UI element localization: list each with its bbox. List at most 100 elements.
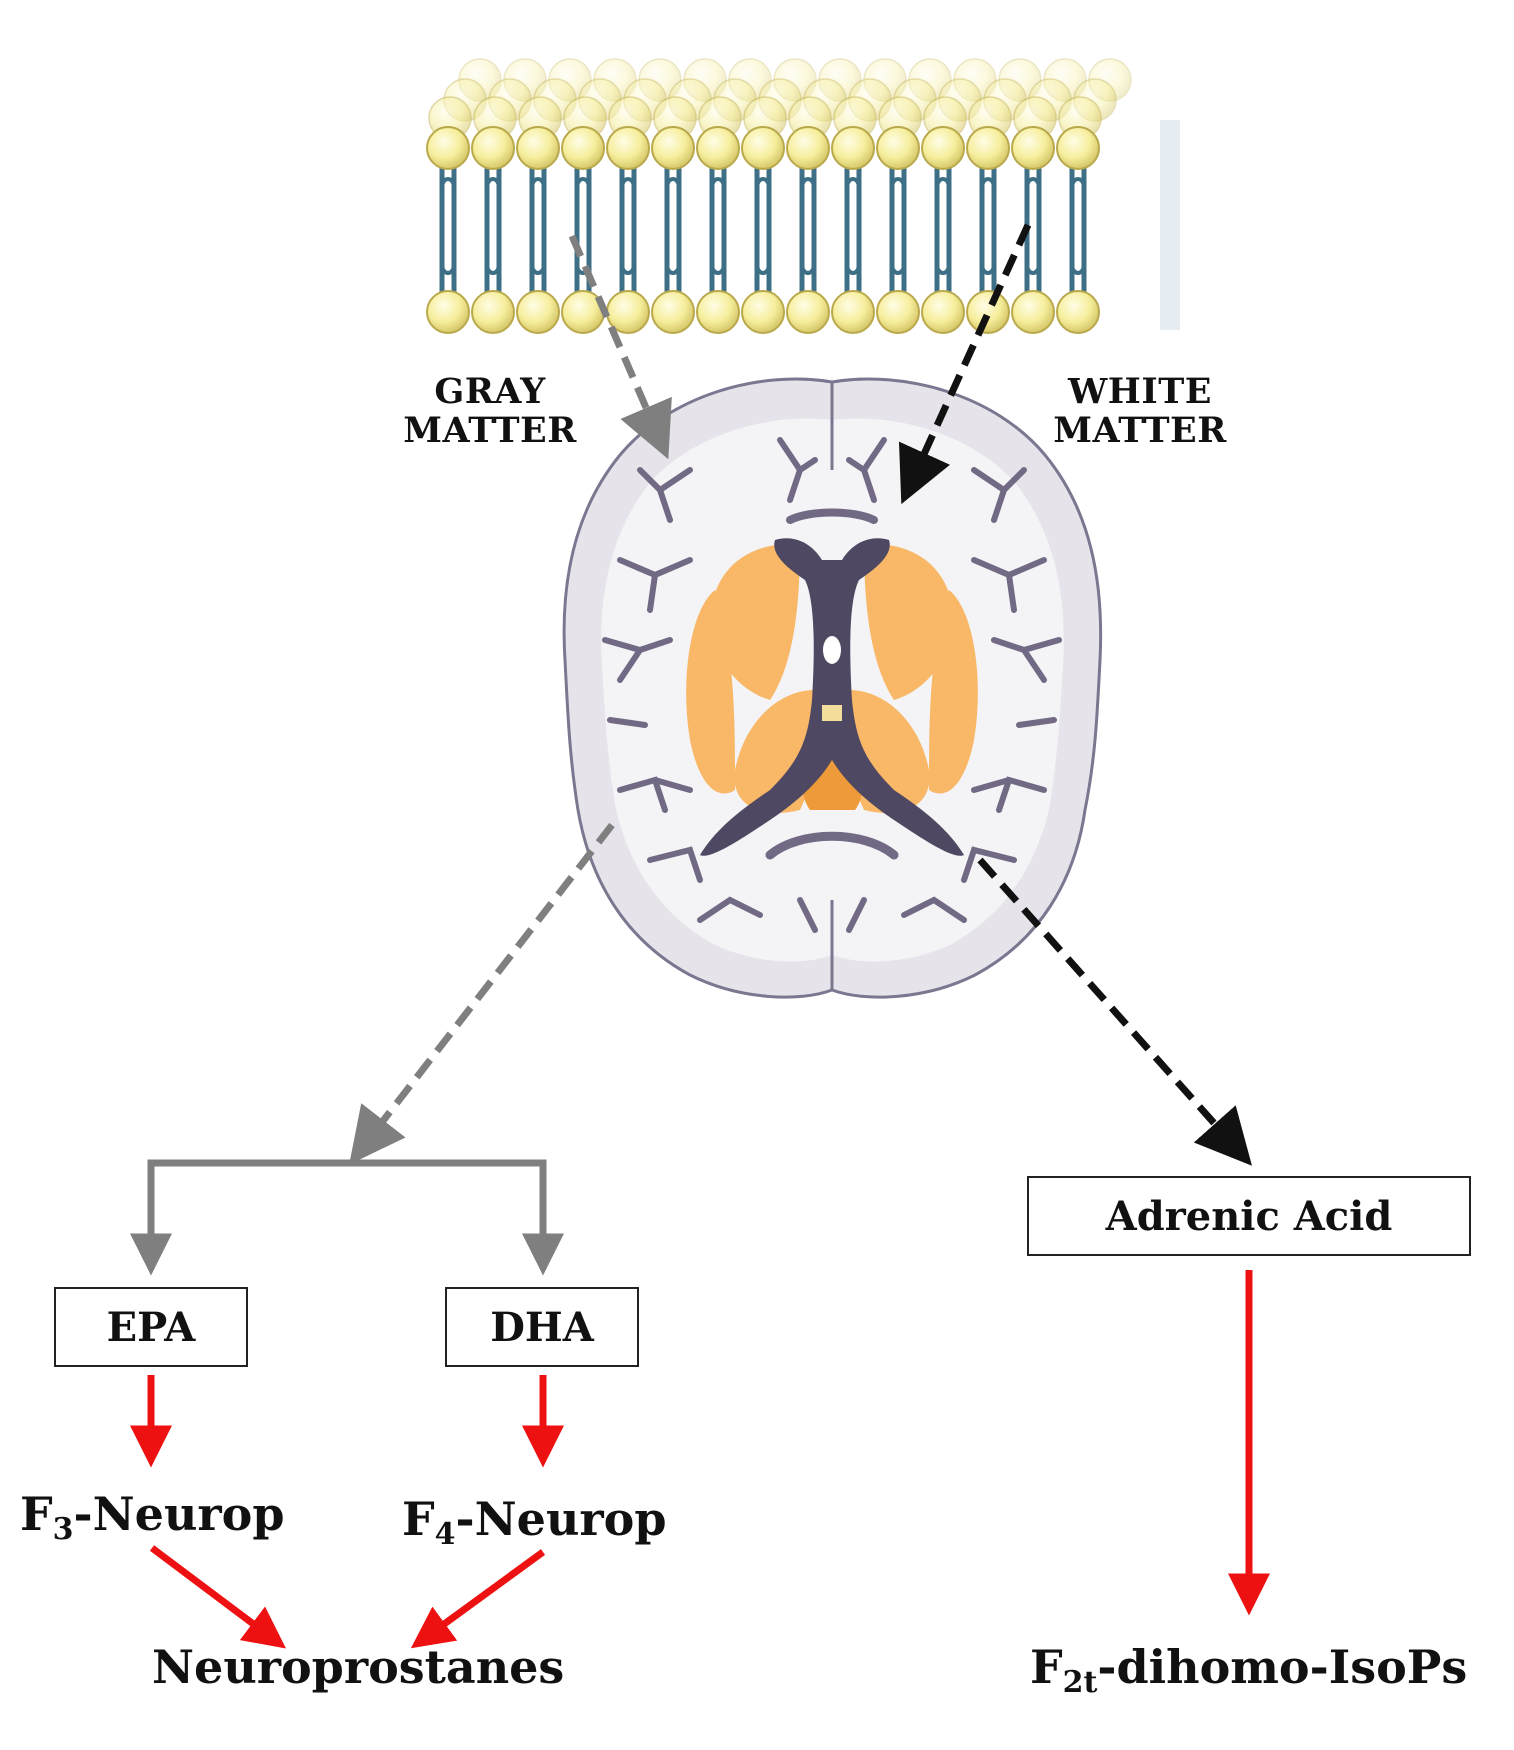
lipid-head-bottom — [1056, 290, 1100, 334]
f4-suffix: -Neurop — [455, 1492, 667, 1546]
caudate-right — [864, 544, 954, 700]
neuroprostanes-label: Neuroprostanes — [152, 1640, 564, 1694]
red-arrow-f4-to-neuroprostanes — [410, 1549, 546, 1649]
lipid-tail-link — [845, 263, 861, 275]
lipid-tail-link — [620, 263, 636, 275]
lipid-head-bottom — [876, 290, 920, 334]
sulcus — [846, 897, 867, 933]
lipid-tail-link — [485, 263, 501, 275]
lipid-tail-link — [890, 263, 906, 275]
lipid-tail-link — [755, 177, 771, 189]
gray-dashed-arrow-brain-to-split — [349, 822, 615, 1165]
lipid-tail-link — [440, 263, 456, 275]
adrenic-acid-box: Adrenic Acid — [1027, 1176, 1471, 1256]
lipid-head-top — [471, 126, 515, 170]
gray-matter-label-line1: GRAY — [434, 371, 546, 412]
lipid-tail-link — [575, 177, 591, 189]
lipid-tail-link — [620, 177, 636, 189]
dha-box-label: DHA — [490, 1303, 594, 1351]
adrenic-acid-box-label: Adrenic Acid — [1105, 1192, 1393, 1240]
putamen-right — [929, 590, 978, 794]
sulcus — [797, 897, 818, 933]
sulcus — [901, 896, 967, 923]
f3-subscript: 3 — [52, 1512, 74, 1547]
f3-suffix: -Neurop — [73, 1487, 285, 1541]
f2t-subscript: 2t — [1062, 1665, 1098, 1700]
sulcus — [647, 846, 703, 883]
lipid-tail-link — [800, 177, 816, 189]
lipid-head-bottom — [921, 290, 965, 334]
lipid-head-top — [561, 126, 605, 170]
lipid-tail-link — [485, 177, 501, 189]
lipid-head-top — [741, 126, 785, 170]
sulcus — [637, 637, 673, 653]
fornix-marker — [822, 705, 842, 721]
f2t-prefix: F — [1030, 1640, 1063, 1694]
lipid-bilayer-membrane — [426, 58, 1180, 334]
putamen-left — [686, 590, 735, 794]
septum-marker — [823, 636, 841, 664]
lipid-tail-link — [665, 177, 681, 189]
lipid-head-top — [921, 126, 965, 170]
lipid-tail-link — [1070, 263, 1086, 275]
white-matter-label-line2: MATTER — [1053, 410, 1227, 452]
sulcus — [652, 557, 693, 578]
f4-neuroprostane-label: F4-Neurop — [402, 1492, 667, 1552]
lipid-tail-link — [530, 263, 546, 275]
lipid-tail-link — [710, 177, 726, 189]
lateral-ventricles — [700, 538, 964, 856]
gray-split-bracket — [147, 1159, 547, 1245]
red-arrow-f3-to-neuroprostanes — [149, 1545, 286, 1649]
epa-box: EPA — [54, 1287, 248, 1367]
white-matter-label: WHITE MATTER — [1040, 372, 1240, 452]
brain-axial-section — [562, 377, 1103, 999]
lipid-head-top — [606, 126, 650, 170]
lipid-head-bottom — [1011, 290, 1055, 334]
sulcus — [961, 846, 1017, 883]
sulcus — [991, 637, 1027, 653]
lipid-tail-link — [935, 177, 951, 189]
f3-neuroprostane-label: F3-Neurop — [20, 1487, 285, 1547]
lipid-head-bottom — [471, 290, 515, 334]
f3-prefix: F — [20, 1487, 53, 1541]
anterior-arc — [786, 508, 878, 524]
epa-box-label: EPA — [106, 1303, 196, 1351]
sulcus — [846, 457, 867, 473]
f2t-suffix: -dihomo-IsoPs — [1097, 1640, 1468, 1694]
f4-prefix: F — [402, 1492, 435, 1546]
lipid-tail-link — [980, 263, 996, 275]
lipid-tail-link — [1025, 263, 1041, 275]
lipid-tail-link — [440, 177, 456, 189]
caudate-left — [710, 544, 800, 700]
sulcus — [697, 896, 763, 923]
lipid-head-top — [876, 126, 920, 170]
lipid-tail-link — [890, 177, 906, 189]
lipid-tail-link — [980, 177, 996, 189]
sulcus — [797, 457, 818, 473]
lipid-head-top — [651, 126, 695, 170]
lipid-tail-link — [1025, 177, 1041, 189]
lipid-tail-link — [935, 263, 951, 275]
membrane-side-edge — [1160, 120, 1180, 330]
lipid-head-bottom — [516, 290, 560, 334]
sulcus — [991, 487, 1007, 523]
lipid-head-top — [786, 126, 830, 170]
lipid-tail-link — [710, 263, 726, 275]
f2t-dihomo-isops-label: F2t-dihomo-IsoPs — [1030, 1640, 1468, 1700]
sulcus — [652, 777, 693, 793]
lipid-tail-link — [1070, 177, 1086, 189]
black-dashed-arrow-membrane-to-white-matter — [898, 223, 1032, 505]
f4-subscript: 4 — [434, 1517, 456, 1552]
sulcus — [657, 487, 673, 523]
lipid-head-bottom — [696, 290, 740, 334]
lipid-tail-link — [530, 177, 546, 189]
lipid-tail-link — [665, 263, 681, 275]
sulcus — [607, 717, 648, 728]
lipid-head-bottom — [786, 290, 830, 334]
lipid-head-top — [1011, 126, 1055, 170]
lipid-head-bottom — [741, 290, 785, 334]
lipid-head-bottom — [966, 290, 1010, 334]
lipid-tail-link — [755, 263, 771, 275]
gray-dashed-arrow-membrane-to-gray-matter — [568, 234, 672, 460]
